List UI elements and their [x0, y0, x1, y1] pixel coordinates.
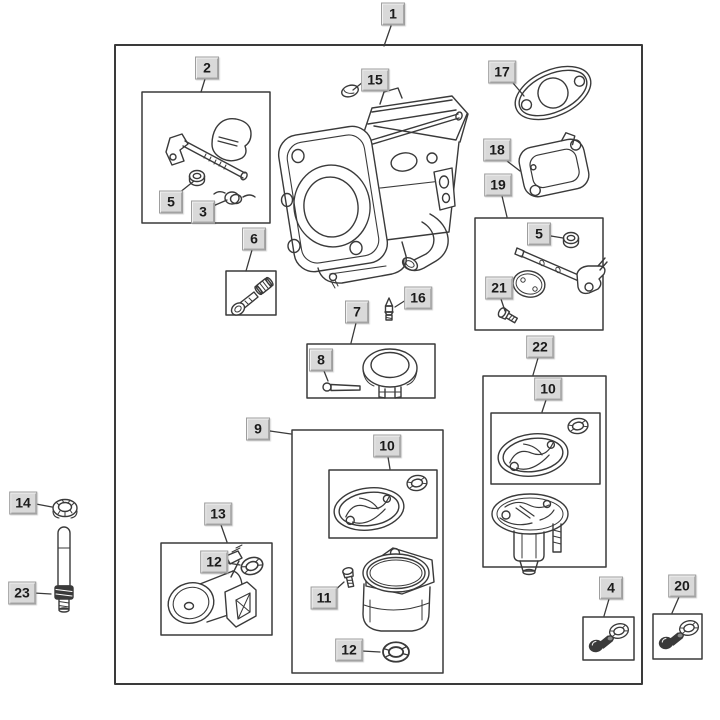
- callout-21[interactable]: 21: [485, 276, 513, 300]
- callout-11[interactable]: 11: [310, 586, 338, 610]
- callout-3[interactable]: 3: [191, 200, 215, 224]
- callout-10-bowl[interactable]: 10: [373, 434, 401, 458]
- callout-5-choke[interactable]: 5: [527, 222, 551, 246]
- bowl-oring-drawing: [382, 641, 410, 663]
- callout-8[interactable]: 8: [309, 348, 333, 372]
- fuel-solenoid-drawing: [167, 544, 257, 628]
- throttle-spring-drawing: [213, 191, 256, 205]
- group-box-13: [160, 542, 273, 636]
- bowl-gasket-kit-2-drawing: [495, 416, 590, 481]
- callout-7[interactable]: 7: [345, 300, 369, 324]
- callout-18[interactable]: 18: [483, 138, 511, 162]
- callout-14[interactable]: 14: [9, 491, 37, 515]
- group-box-7: [306, 343, 436, 399]
- group-box-9: [291, 429, 444, 674]
- group-box-6: [225, 270, 277, 316]
- float-bowl-assembly-drawing: [491, 493, 569, 576]
- callout-2[interactable]: 2: [195, 56, 219, 80]
- stud-drawing: [54, 526, 74, 613]
- solenoid-oring-drawing: [238, 553, 266, 579]
- leader-lines: [33, 25, 680, 653]
- callout-12-bowl[interactable]: 12: [335, 638, 363, 662]
- callout-23[interactable]: 23: [8, 581, 36, 605]
- callout-22[interactable]: 22: [526, 335, 554, 359]
- plug-kit-20-drawing: [657, 617, 701, 651]
- bowl-screw-drawing: [341, 566, 357, 589]
- group-box-10-in-9: [328, 469, 438, 539]
- callout-19[interactable]: 19: [484, 173, 512, 197]
- callout-6[interactable]: 6: [242, 227, 266, 251]
- throttle-shaft-kit-drawing: [165, 118, 256, 205]
- bolt-and-spring-drawing: [230, 276, 274, 316]
- callout-17[interactable]: 17: [488, 60, 516, 84]
- bowl-gasket-kit-drawing: [331, 473, 429, 535]
- float-needle-drawing: [384, 297, 394, 321]
- flange-nut-drawing: [52, 498, 78, 519]
- float-drawing: [362, 348, 418, 399]
- group-box-4: [582, 616, 635, 661]
- plug-kit-4-drawing: [587, 620, 631, 654]
- callout-16[interactable]: 16: [404, 286, 432, 310]
- carburetor-gasket-drawing: [518, 132, 590, 198]
- callout-1[interactable]: 1: [381, 2, 405, 26]
- group-box-10-in-22: [490, 412, 601, 485]
- group-box-20: [652, 613, 703, 660]
- float-pin-drawing: [322, 382, 361, 392]
- welch-plug-drawing: [341, 84, 359, 98]
- callout-20[interactable]: 20: [668, 574, 696, 598]
- callout-5-throttle[interactable]: 5: [159, 190, 183, 214]
- main-assembly-box: [114, 44, 643, 685]
- carburetor-body-drawing: [277, 87, 469, 289]
- callout-9[interactable]: 9: [246, 417, 270, 441]
- intake-gasket-drawing: [514, 65, 592, 121]
- callout-15[interactable]: 15: [361, 68, 389, 92]
- callout-13[interactable]: 13: [204, 502, 232, 526]
- callout-4[interactable]: 4: [599, 576, 623, 600]
- callout-10-kit[interactable]: 10: [534, 377, 562, 401]
- fuel-bowl-drawing: [362, 547, 435, 632]
- choke-shaft-kit-drawing: [496, 231, 608, 326]
- callout-12-solenoid[interactable]: 12: [200, 550, 228, 574]
- group-box-22: [482, 375, 607, 568]
